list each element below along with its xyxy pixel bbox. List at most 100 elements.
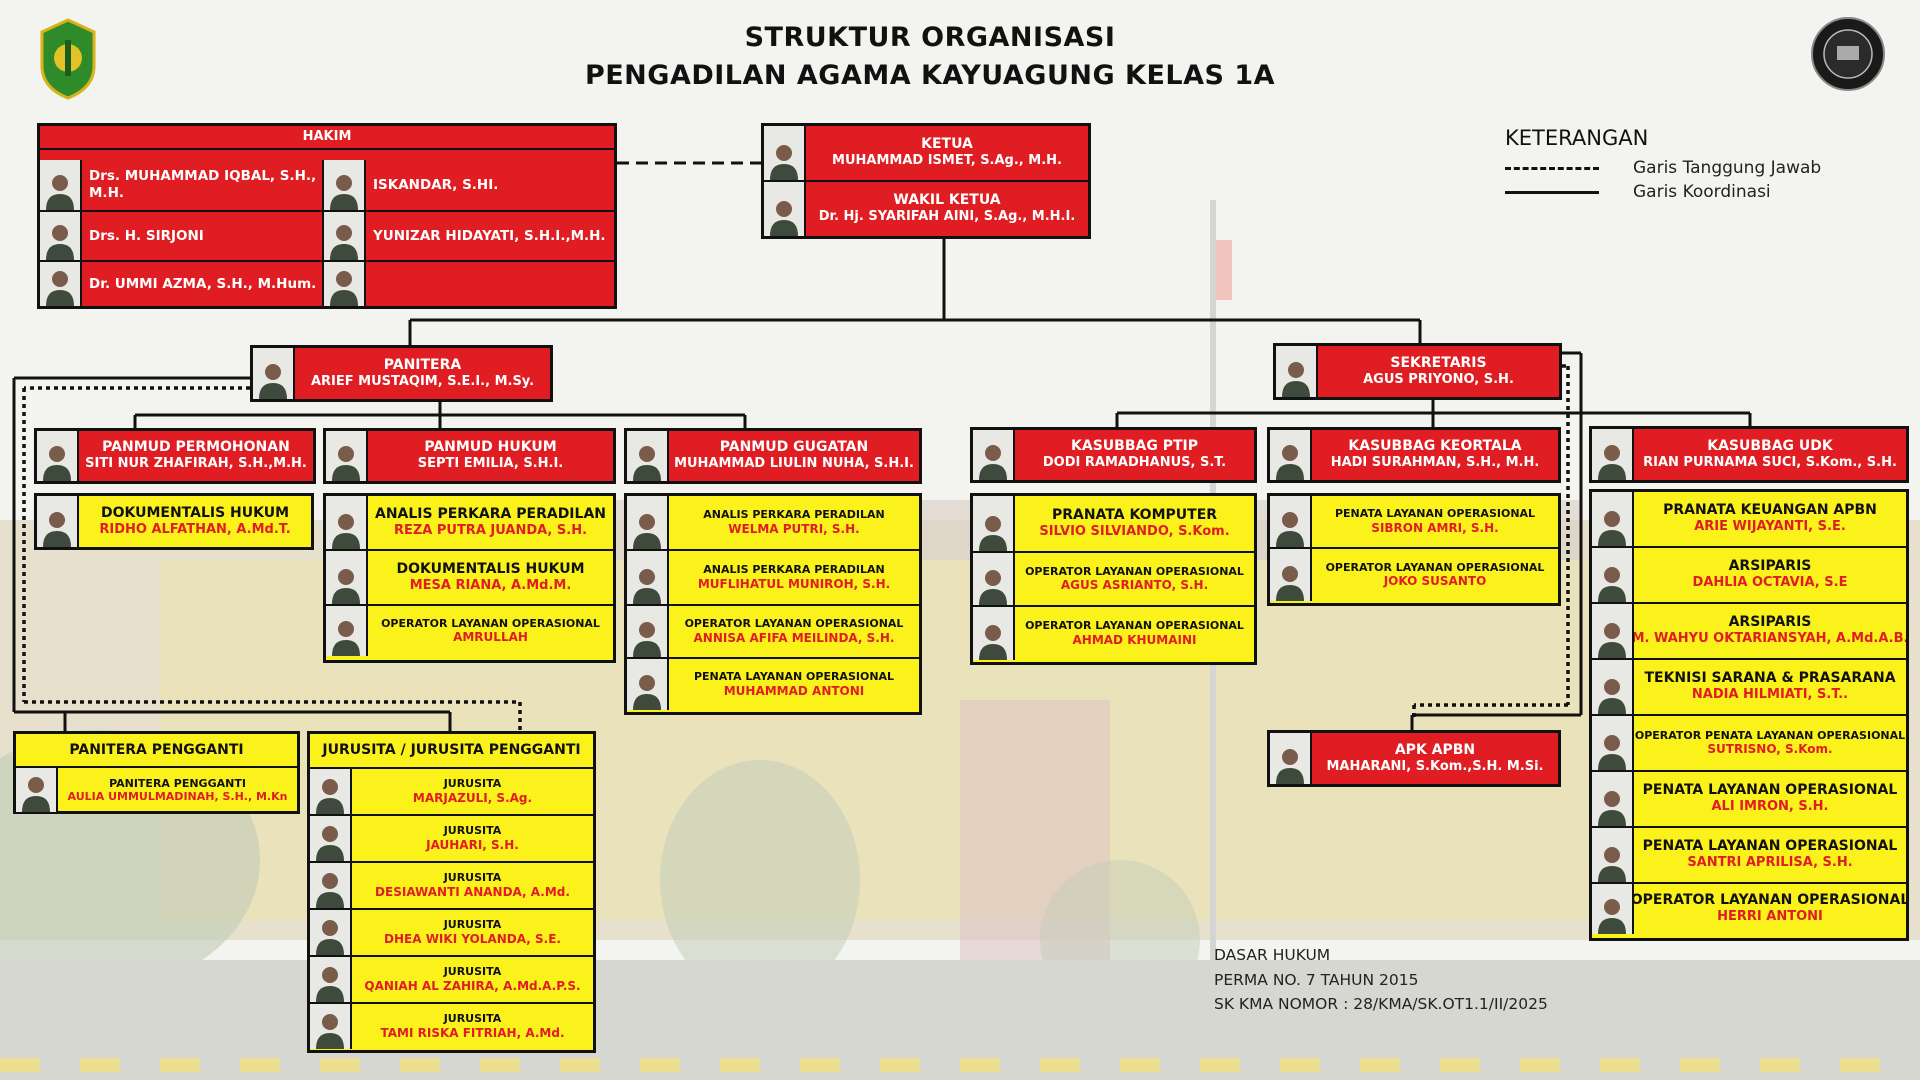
staff-role: DOKUMENTALIS HUKUM — [396, 560, 585, 577]
legend-title: KETERANGAN — [1505, 126, 1649, 150]
hakim-member: Drs. H. SIRJONI — [40, 210, 322, 260]
staff-role: PENATA LAYANAN OPERASIONAL — [1642, 838, 1898, 855]
staff-role: OPERATOR LAYANAN OPERASIONAL — [1634, 892, 1906, 909]
staff-role: ANALIS PERKARA PERADILAN — [703, 508, 885, 522]
person-photo-icon — [1592, 828, 1634, 882]
hakim-member: Drs. MUHAMMAD IQBAL, S.H., M.H. — [40, 160, 322, 210]
staff-name: NADIA HILMIATI, S.T.. — [1691, 687, 1849, 703]
dasar-hukum-line2: SK KMA NOMOR : 28/KMA/SK.OT1.1/II/2025 — [1214, 995, 1548, 1013]
staff-name: DAHLIA OCTAVIA, S.E — [1692, 575, 1848, 591]
person-photo-icon — [1276, 346, 1318, 397]
staff-role: JURUSITA — [443, 824, 502, 838]
person-photo-icon — [310, 769, 352, 814]
staff-role: OPERATOR LAYANAN OPERASIONAL — [1325, 560, 1545, 574]
staff-name: DHEA WIKI YOLANDA, S.E. — [384, 931, 561, 946]
panmud-gugatan-name: MUHAMMAD LIULIN NUHA, S.H.I. — [674, 456, 914, 472]
person-photo-icon — [627, 606, 669, 657]
legend-dashed-label: Garis Tanggung Jawab — [1633, 158, 1822, 178]
staff-name: ARIE WIJAYANTI, S.E. — [1694, 519, 1846, 535]
staff-role: OPERATOR LAYANAN OPERASIONAL — [1025, 564, 1244, 578]
staff-role: JURUSITA — [443, 1012, 502, 1026]
staff-name: SUTRISNO, S.Kom. — [1707, 742, 1833, 757]
person-photo-icon — [326, 606, 368, 656]
panmud-hukum-role: PANMUD HUKUM — [424, 439, 557, 456]
page-title-line2: PENGADILAN AGAMA KAYUAGUNG KELAS 1A — [584, 60, 1276, 91]
person-photo-icon — [324, 262, 366, 306]
staff-role: OPERATOR LAYANAN OPERASIONAL — [684, 617, 904, 631]
person-photo-icon — [973, 496, 1015, 551]
hakim-member: Dr. UMMI AZMA, S.H., M.Hum. — [40, 260, 322, 306]
person-photo-icon — [627, 431, 669, 481]
hakim-empty-cell — [322, 260, 614, 306]
staff-name: JAUHARI, S.H. — [426, 837, 519, 852]
legend-solid-label: Garis Koordinasi — [1633, 182, 1771, 202]
staff-role: JURUSITA — [443, 918, 502, 932]
staff-name: ALI IMRON, S.H. — [1711, 799, 1829, 815]
staff-name: HERRI ANTONI — [1717, 909, 1823, 925]
staff-name: SANTRI APRILISA, S.H. — [1687, 855, 1853, 871]
person-photo-icon — [326, 431, 368, 481]
staff-name: M. WAHYU OKTARIANSYAH, A.Md.A.B. — [1634, 631, 1906, 647]
ketua-role: KETUA — [921, 136, 973, 153]
staff-role: PENATA LAYANAN OPERASIONAL — [1334, 507, 1536, 521]
hakim-header: HAKIM — [40, 126, 614, 150]
page-title-line1: STRUKTUR ORGANISASI — [744, 22, 1116, 53]
staff-role: ARSIPARIS — [1728, 558, 1812, 575]
person-photo-icon — [37, 496, 79, 547]
staff-name: ANNISA AFIFA MEILINDA, S.H. — [693, 630, 895, 645]
person-photo-icon — [324, 160, 366, 210]
hakim-member-name: ISKANDAR, S.HI. — [373, 176, 499, 193]
person-photo-icon — [764, 182, 806, 236]
sekretaris-name: AGUS PRIYONO, S.H. — [1363, 371, 1514, 387]
person-photo-icon — [1270, 430, 1312, 480]
person-photo-icon — [326, 551, 368, 604]
staff-name: MESA RIANA, A.Md.M. — [409, 577, 572, 593]
panmud-hukum-name: SEPTI EMILIA, S.H.I. — [417, 456, 564, 472]
staff-name: MUFLIHATUL MUNIROH, S.H. — [697, 576, 891, 591]
staff-name: AHMAD KHUMAINI — [1072, 632, 1197, 647]
hakim-member-name: Drs. MUHAMMAD IQBAL, S.H., M.H. — [89, 168, 317, 201]
staff-role: PENATA LAYANAN OPERASIONAL — [693, 670, 895, 684]
person-photo-icon — [1592, 772, 1634, 826]
staff-role: ANALIS PERKARA PERADILAN — [703, 563, 885, 577]
panmud-gugatan-role: PANMUD GUGATAN — [719, 439, 869, 456]
person-photo-icon — [324, 212, 366, 260]
kasubbag-udk-role: KASUBBAG UDK — [1707, 437, 1833, 454]
staff-role: TEKNISI SARANA & PRASARANA — [1644, 670, 1896, 687]
staff-role: OPERATOR LAYANAN OPERASIONAL — [1025, 619, 1244, 633]
apk-name: MAHARANI, S.Kom.,S.H. M.Si. — [1326, 758, 1544, 774]
panitera-name: ARIEF MUSTAQIM, S.E.I., M.Sy. — [310, 373, 535, 389]
staff-name: AGUS ASRIANTO, S.H. — [1060, 578, 1209, 593]
person-photo-icon — [1592, 604, 1634, 658]
zona-integritas-badge-icon — [1811, 17, 1885, 91]
dasar-hukum: DASAR HUKUM PERMA NO. 7 TAHUN 2015 SK KM… — [1214, 943, 1548, 1017]
wakil-name: Dr. Hj. SYARIFAH AINI, S.Ag., M.H.I. — [818, 209, 1076, 225]
person-photo-icon — [627, 659, 669, 710]
staff-role: DOKUMENTALIS HUKUM — [100, 504, 290, 521]
person-photo-icon — [310, 910, 352, 955]
panmud-permohonan-name: SITI NUR ZHAFIRAH, S.H.,M.H. — [85, 456, 307, 472]
staff-name: SIBRON AMRI, S.H. — [1371, 520, 1499, 535]
